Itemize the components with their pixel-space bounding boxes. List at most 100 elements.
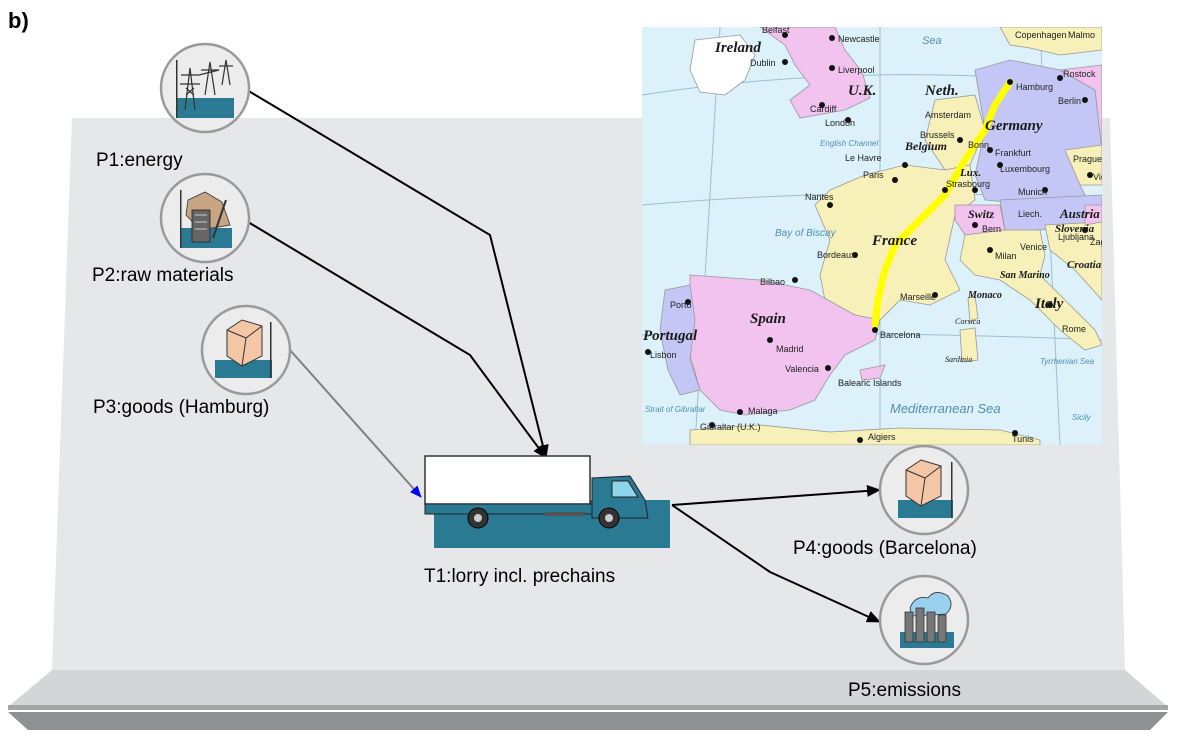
map-city-label: Frankfurt — [995, 148, 1032, 158]
arc-p2-t1 — [247, 221, 547, 459]
map-city-label: Malaga — [748, 406, 778, 416]
map-country-label: Italy — [1034, 296, 1064, 312]
map-sea-label: Bay of Biscay — [775, 228, 837, 239]
map-city-label: Tunis — [1012, 434, 1034, 444]
map-city-label: Bilbao — [760, 277, 785, 287]
portugal-shape — [659, 284, 701, 396]
map-city-label: Prague — [1073, 154, 1102, 164]
map-country-label: Switz — [968, 207, 994, 221]
map-country-label: Sardinia — [945, 355, 972, 364]
map-country-label: U.K. — [848, 83, 876, 99]
place-p2-label: P2:raw materials — [92, 265, 234, 286]
map-city-label: Hamburg — [1016, 82, 1053, 92]
map-country-label: Neth. — [924, 83, 959, 99]
arc-p3-t1 — [289, 349, 422, 498]
europe-map: Belfast Newcastle Copenhagen Malmo Dubli… — [642, 25, 1121, 445]
map-city-label: Belfast — [762, 25, 790, 35]
map-city-label: Liech. — [1018, 209, 1042, 219]
place-p1[interactable] — [159, 42, 251, 134]
map-city-label: Liverpool — [838, 65, 875, 75]
platform-base — [8, 712, 1168, 730]
north-africa-shape — [689, 424, 1041, 445]
map-city-label: Rostock — [1063, 69, 1096, 79]
arc-t1-p4 — [671, 484, 881, 506]
italy-shape — [959, 229, 1102, 351]
map-city-label: Bordeaux — [817, 250, 856, 260]
figure-tag: b) — [8, 8, 29, 33]
map-sea-label: English Channel — [820, 139, 878, 148]
map-sea-label: Sea — [922, 35, 942, 47]
mining-icon — [180, 190, 232, 248]
transition-t1[interactable] — [424, 455, 670, 548]
scandinavia-shape — [999, 27, 1102, 56]
map-country-label: France — [871, 233, 917, 249]
map-city-label: Cardiff — [810, 104, 837, 114]
map-country-label: Slovenia — [1055, 223, 1095, 235]
map-country-label: Portugal — [643, 328, 698, 344]
map-country-label: Corsica — [955, 317, 980, 326]
map-city-label: Barcelona — [880, 330, 921, 340]
map-country-label: Germany — [985, 118, 1043, 134]
place-p1-label: P1:energy — [96, 150, 183, 171]
corsica-shape — [967, 295, 979, 323]
place-p4-label: P4:goods (Barcelona) — [793, 538, 977, 559]
map-city-label: Balearic Islands — [838, 378, 902, 388]
map-city-label: Dublin — [750, 58, 776, 68]
factory-emissions-icon — [900, 592, 954, 648]
map-city-label: Milan — [995, 251, 1017, 261]
place-p5[interactable] — [878, 574, 970, 666]
arc-t1-p5 — [671, 504, 881, 623]
map-city-label: Bern — [982, 224, 1001, 234]
place-p4[interactable] — [878, 444, 970, 536]
box-icon — [898, 459, 953, 518]
map-city-label: London — [825, 118, 855, 128]
lorry-icon — [424, 455, 649, 529]
hungary-shape — [1084, 204, 1102, 226]
map-country-label: Croatia — [1067, 259, 1102, 271]
map-city-label: Valencia — [785, 364, 819, 374]
map-city-label: Paris — [863, 170, 884, 180]
pylon-icon — [176, 59, 234, 118]
map-city-label: Rome — [1062, 324, 1086, 334]
map-city-label: Venice — [1020, 242, 1047, 252]
map-city-label: Madrid — [776, 344, 804, 354]
box-icon — [215, 319, 272, 378]
germany-shape — [974, 59, 1102, 206]
map-city-label: Zagreb — [1090, 237, 1119, 247]
map-country-label: San Marino — [1000, 270, 1050, 281]
map-sea-label: Mediterranean Sea — [890, 401, 1001, 416]
map-city-label: Bonn — [968, 140, 989, 150]
map-city-label: Munich — [1018, 187, 1047, 197]
map-city-label: Luxembourg — [1000, 164, 1050, 174]
map-city-label: Gibraltar (U.K.) — [700, 422, 761, 432]
ireland-shape — [689, 34, 756, 96]
map-country-label: Spain — [750, 311, 786, 327]
place-p5-label: P5:emissions — [848, 680, 961, 701]
map-country-label: Austria — [1059, 206, 1100, 221]
map-city-label: Lisbon — [650, 350, 677, 360]
map-city-label: Brussels — [920, 130, 955, 140]
map-city-label: Le Havre — [845, 153, 882, 163]
spain-shape — [689, 274, 881, 416]
map-sea-label: Tyrrhenian Sea — [1040, 357, 1095, 366]
map-country-label: Lux. — [959, 167, 981, 179]
map-country-label: Ireland — [714, 40, 761, 56]
map-sea-label: Strait of Gibraltar — [645, 405, 706, 414]
place-p3[interactable] — [200, 304, 292, 396]
map-country-label: Monaco — [967, 290, 1002, 301]
map-city-label: Nantes — [805, 192, 834, 202]
map-city-label: Copenhagen — [1015, 30, 1067, 40]
sardinia-shape — [959, 327, 979, 363]
map-city-label: Vienna — [1093, 172, 1121, 182]
map-sea-label: Sicily — [1072, 413, 1092, 422]
map-city-label: Marseille — [900, 292, 936, 302]
place-p2[interactable] — [159, 172, 251, 264]
map-city-label: Strasbourg — [946, 179, 990, 189]
transition-t1-label: T1:lorry incl. prechains — [424, 566, 616, 587]
place-p3-label: P3:goods (Hamburg) — [93, 397, 270, 418]
balearic-shape — [859, 364, 886, 381]
connectors — [246, 89, 881, 623]
map-city-label: Berlin — [1058, 96, 1081, 106]
map-city-label: Porto — [670, 300, 692, 310]
